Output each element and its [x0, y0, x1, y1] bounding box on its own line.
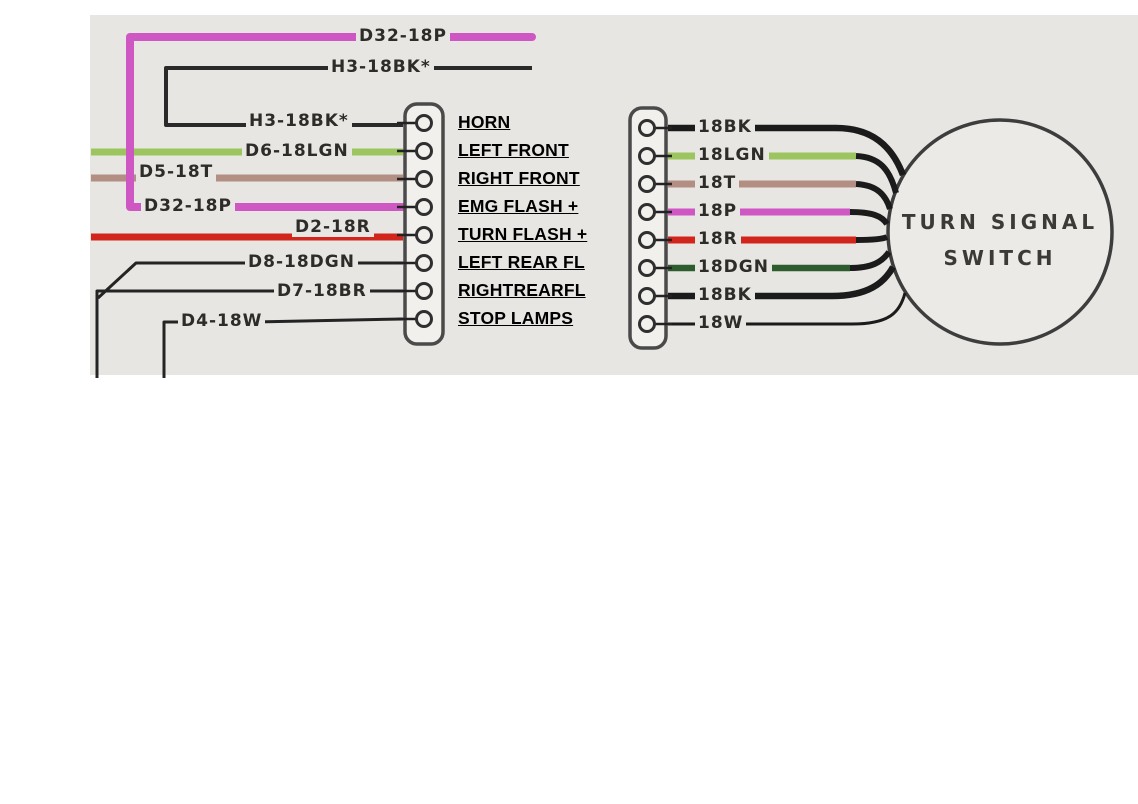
left-connector-body — [403, 102, 445, 346]
wire-18bk-bottom — [668, 265, 896, 300]
wire-label-18t: 18T — [695, 173, 740, 193]
pin-right-front — [415, 170, 433, 188]
wire-18t-end — [855, 181, 893, 210]
pin-turn-flash — [415, 226, 433, 244]
wire-label-18dgn: 18DGN — [695, 257, 772, 277]
wire-label-h3: H3-18BK* — [246, 111, 352, 131]
pin-label-left-front: LEFT FRONT — [458, 140, 569, 160]
wire-label-d32-top: D32-18P — [356, 26, 450, 46]
pin-18bk-top — [638, 119, 656, 137]
wire-label-18p: 18P — [695, 201, 741, 221]
switch-label-line2: SWITCH — [943, 246, 1057, 270]
wire-label-18bk-bottom: 18BK — [695, 285, 755, 305]
pin-stop-lamps — [415, 310, 433, 328]
wire-d4-18w-drop — [162, 320, 178, 378]
wire-18r-end — [855, 234, 889, 243]
pin-18w — [638, 315, 656, 333]
left-connector-pins — [415, 114, 433, 328]
wire-18p-end — [849, 209, 890, 226]
left-connector-stubs — [397, 121, 417, 321]
pin-emg-flash — [415, 198, 433, 216]
pin-18lgn — [638, 147, 656, 165]
pin-18p — [638, 203, 656, 221]
wire-18dgn-end — [849, 250, 892, 271]
pin-label-turn-flash: TURN FLASH + — [458, 224, 588, 244]
pin-left-front — [415, 142, 433, 160]
pin-right-rear — [415, 282, 433, 300]
pin-18t — [638, 175, 656, 193]
pin-label-emg-flash: EMG FLASH + — [458, 196, 579, 216]
wire-label-h3-top: H3-18BK* — [328, 57, 434, 77]
wire-18bk-top — [668, 124, 907, 177]
switch-label-line1: TURN SIGNAL — [901, 210, 1099, 234]
pin-18dgn — [638, 259, 656, 277]
pin-label-right-rear: RIGHTREARFL — [458, 280, 586, 300]
turn-signal-switch-body — [886, 118, 1114, 346]
wire-d4-18w — [251, 317, 404, 324]
wire-label-18lgn: 18LGN — [695, 145, 769, 165]
pin-label-right-front: RIGHT FRONT — [458, 168, 580, 188]
wire-label-d8: D8-18DGN — [245, 252, 358, 272]
pin-label-stop-lamps: STOP LAMPS — [458, 308, 574, 328]
pin-left-rear — [415, 254, 433, 272]
wire-18lgn-end — [855, 153, 899, 194]
wire-label-18w: 18W — [695, 313, 747, 333]
wire-label-d4: D4-18W — [178, 311, 266, 331]
wire-label-d7: D7-18BR — [274, 281, 370, 301]
pin-horn — [415, 114, 433, 132]
wire-label-d5: D5-18T — [136, 162, 217, 182]
wire-label-18bk-top: 18BK — [695, 117, 755, 137]
wire-label-d6: D6-18LGN — [242, 141, 352, 161]
pin-label-horn: HORN — [458, 112, 511, 132]
pin-18bk-bottom — [638, 287, 656, 305]
wire-label-d32: D32-18P — [141, 196, 235, 216]
wire-18w — [668, 292, 907, 326]
right-connector-body — [628, 106, 668, 350]
pin-label-left-rear: LEFT REAR FL — [458, 252, 585, 272]
pin-18r — [638, 231, 656, 249]
right-connector-pins — [638, 119, 656, 333]
wire-d32-18p — [126, 33, 536, 211]
wire-label-18r: 18R — [695, 229, 741, 249]
wire-label-d2: D2-18R — [292, 217, 374, 237]
